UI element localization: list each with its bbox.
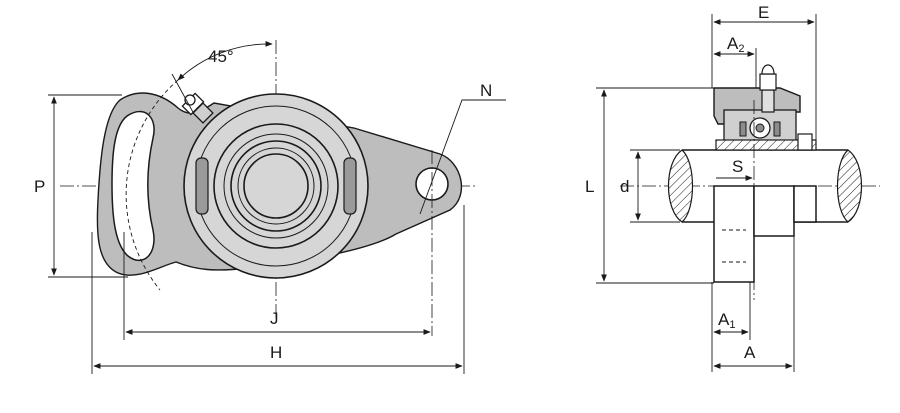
right-setscrew-boss xyxy=(343,157,357,215)
inner-ring xyxy=(237,147,315,225)
left-setscrew-boss xyxy=(195,157,209,215)
bore xyxy=(243,153,309,219)
seal-right xyxy=(773,121,781,137)
a1-sub: 1 xyxy=(729,319,735,331)
side-view: E A2 S L d A1 A xyxy=(585,3,880,372)
e-label: E xyxy=(758,3,769,22)
collar xyxy=(793,185,817,223)
left-slot xyxy=(111,110,155,262)
seal-left xyxy=(739,121,747,137)
set-screw xyxy=(797,133,813,151)
inner-ring-outer xyxy=(230,140,322,232)
shaft-left-break xyxy=(667,149,694,223)
housing-lower-left xyxy=(713,185,755,283)
bearing-seal xyxy=(223,133,329,239)
inner-ring-section xyxy=(715,139,817,151)
h-label: H xyxy=(270,343,282,362)
a2-main: A xyxy=(727,34,739,53)
housing-lower-right xyxy=(753,185,795,237)
n-leader xyxy=(419,99,506,215)
s-label: S xyxy=(732,157,743,176)
angle-label: 45° xyxy=(208,47,234,66)
a1-label: A1 xyxy=(718,310,735,331)
housing-outer xyxy=(183,93,369,279)
bearing-ball-core xyxy=(755,123,765,133)
angle-arc xyxy=(177,40,273,81)
a-label: A xyxy=(744,343,756,362)
l-label: L xyxy=(585,177,594,196)
n-label: N xyxy=(480,81,492,100)
a1-main: A xyxy=(718,310,730,329)
p-label: P xyxy=(34,177,45,196)
d-label: d xyxy=(620,177,629,196)
grease-nipple-side xyxy=(759,64,777,113)
shaft-right-break xyxy=(836,149,863,223)
j-label: J xyxy=(270,309,279,328)
bearing-outer-ring xyxy=(213,123,339,249)
a2-label: A2 xyxy=(727,34,744,55)
angle-ext-line xyxy=(171,73,195,115)
front-view: 45° N P J H xyxy=(34,40,506,374)
a2-sub: 2 xyxy=(738,43,744,55)
